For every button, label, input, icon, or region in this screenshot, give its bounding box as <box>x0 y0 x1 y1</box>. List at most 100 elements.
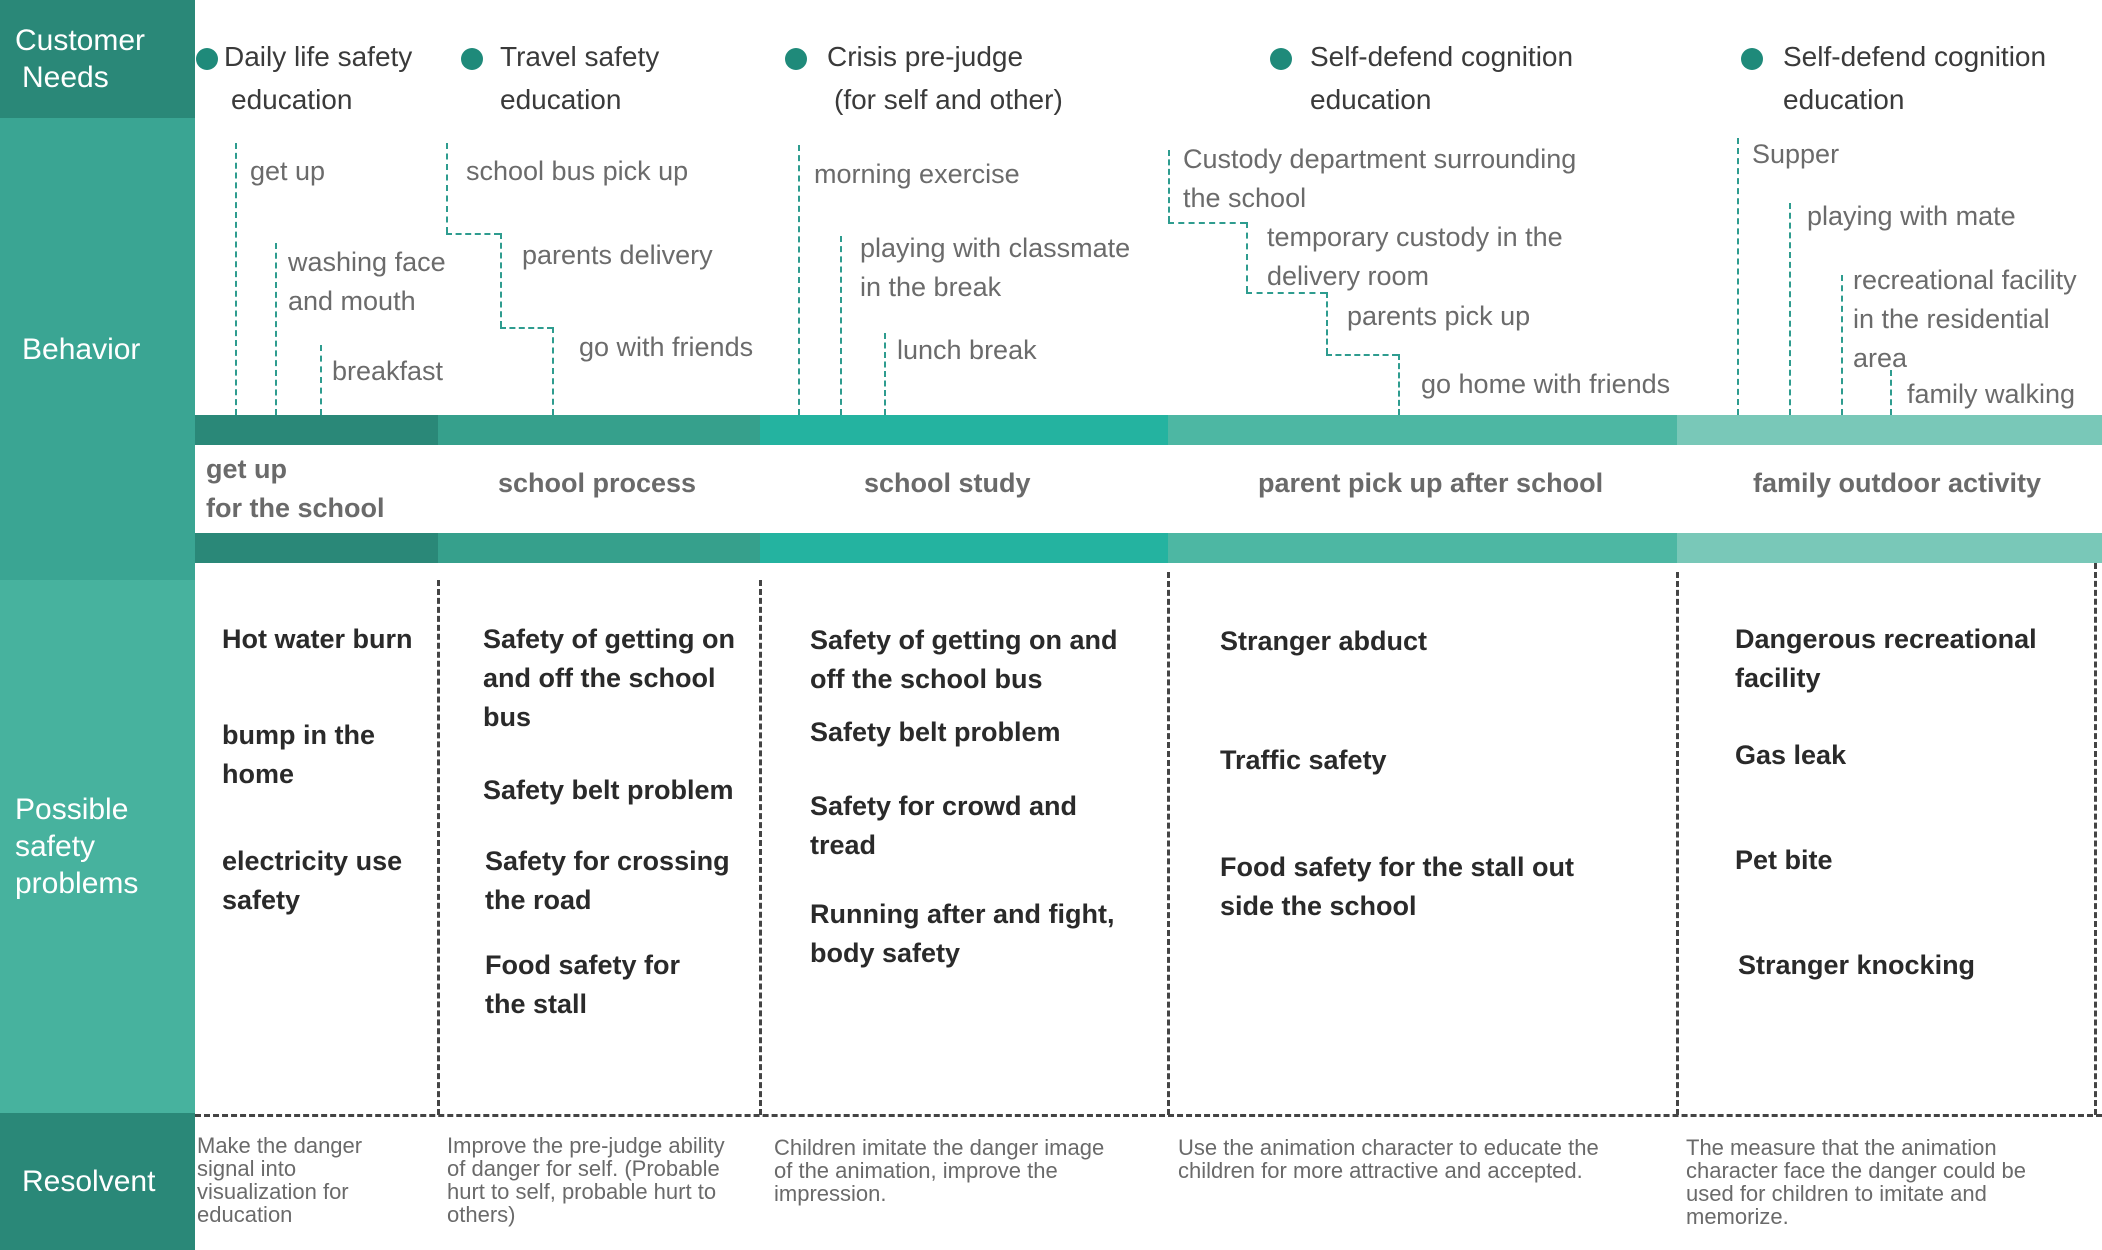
stage-bar-bottom-1 <box>195 533 438 563</box>
problem-school-bus-line2: and off the school <box>483 663 716 693</box>
column-separator <box>2094 563 2097 1115</box>
stage-bar-top-1 <box>195 415 438 445</box>
behavior-morning-exercise: morning exercise <box>814 159 1020 189</box>
problem-food-outside-line2: side the school <box>1220 891 1417 921</box>
behavior-line <box>840 236 842 415</box>
behavior-washing-face: washing face <box>288 247 446 277</box>
need-dot-3 <box>785 48 807 70</box>
resolvent-1-line: education <box>197 1202 293 1227</box>
resolvent-5: The measure that the animation character… <box>1686 1136 2026 1228</box>
behavior-step <box>1246 292 1326 294</box>
stage-1: get up for the school <box>206 450 385 528</box>
resolvent-5-line: used for children to imitate and <box>1686 1181 1987 1206</box>
behavior-get-up: get up <box>250 156 326 186</box>
behavior-line <box>798 145 800 415</box>
behavior-parents-pick-up: parents pick up <box>1347 301 1531 331</box>
label-behavior: Behavior <box>0 118 195 580</box>
behavior-line <box>320 345 322 415</box>
need-4-line1: Self-defend cognition <box>1310 41 1574 72</box>
need-dot-4 <box>1270 48 1292 70</box>
problem-crowd-line2: tread <box>810 830 877 860</box>
problem-bump-line2: home <box>222 759 295 789</box>
stage-bar-bottom-3 <box>760 533 1168 563</box>
problem-food-stall-line2: the stall <box>485 989 588 1019</box>
behavior-line <box>1326 292 1328 354</box>
behavior-line <box>1890 370 1892 415</box>
behavior-recreational-facility: recreational facility <box>1853 265 2077 295</box>
behavior-and-mouth: and mouth <box>288 286 416 316</box>
problem-school-bus-line1: Safety of getting on <box>483 624 735 654</box>
resolvent-2-line: hurt to self, probable hurt to <box>447 1179 717 1204</box>
problem-school-bus-line3: bus <box>483 702 532 732</box>
resolvent-1-line: Make the danger <box>197 1133 363 1158</box>
resolvent-2-line: Improve the pre-judge ability <box>447 1133 725 1158</box>
problem-fight-line1: Running after and fight, <box>810 899 1115 929</box>
resolvent-5-line: The measure that the animation <box>1686 1135 1997 1160</box>
need-1: Daily life safety education <box>224 38 412 119</box>
behavior-area: area <box>1853 343 1908 373</box>
label-resolvent-text: Resolvent <box>22 1165 156 1198</box>
behavior-line <box>1737 138 1739 415</box>
behavior-the-school: the school <box>1183 183 1307 213</box>
stage-5: family outdoor activity <box>1753 468 2042 498</box>
need-dot-2 <box>461 48 483 70</box>
behavior-line <box>1398 354 1400 415</box>
problem-school-bus2-line1: Safety of getting on and <box>810 625 1118 655</box>
problem-school-bus2-line2: off the school bus <box>810 664 1043 694</box>
need-2-line1: Travel safety <box>500 41 660 72</box>
stage-4: parent pick up after school <box>1258 468 1604 498</box>
behavior-custody-department: Custody department surrounding <box>1183 144 1577 174</box>
behavior-line <box>500 233 502 327</box>
problem-fight-line2: body safety <box>810 938 961 968</box>
resolvent-3-line: of the animation, improve the <box>774 1158 1058 1183</box>
resolvent-5-line: memorize. <box>1686 1204 1789 1229</box>
behavior-step <box>446 233 500 235</box>
need-5-line1: Self-defend cognition <box>1783 41 2047 72</box>
problem-food-outside-line1: Food safety for the stall out <box>1220 852 1575 882</box>
stage-3: school study <box>864 468 1031 498</box>
resolvent-3-line: impression. <box>774 1181 887 1206</box>
behavior-school-bus-pick-up: school bus pick up <box>466 156 689 186</box>
resolvent-divider <box>195 1114 2102 1117</box>
problem-crossing-line2: the road <box>485 885 592 915</box>
need-2-line2: education <box>500 84 622 115</box>
behavior-playing-with-mate: playing with mate <box>1807 201 2016 231</box>
behavior-step <box>1326 354 1398 356</box>
problem-safety-belt-2: Safety belt problem <box>810 717 1061 747</box>
problem-gas-leak: Gas leak <box>1735 740 1847 770</box>
need-1-line2: education <box>231 84 353 115</box>
behavior-line <box>275 243 277 415</box>
behavior-go-home-with-friends: go home with friends <box>1421 369 1671 399</box>
need-3-line2: (for self and other) <box>834 84 1063 115</box>
behavior-parents-delivery: parents delivery <box>522 240 713 270</box>
behavior-delivery-room: delivery room <box>1267 261 1430 291</box>
behavior-line <box>446 143 448 233</box>
behavior-lunch-break: lunch break <box>897 335 1037 365</box>
stage-bar-top-3 <box>760 415 1168 445</box>
label-resolvent: Resolvent <box>0 1113 195 1250</box>
stage-bar-bottom-5 <box>1677 533 2102 563</box>
behavior-supper: Supper <box>1752 139 1840 169</box>
behavior-in-the-residential: in the residential <box>1853 304 2050 334</box>
behavior-step <box>1168 222 1246 224</box>
behavior-family-walking: family walking <box>1907 379 2076 409</box>
resolvent-1-line: signal into <box>197 1156 297 1181</box>
need-5: Self-defend cognition education <box>1783 38 2046 119</box>
behavior-line <box>1841 275 1843 415</box>
problem-stranger-abduct: Stranger abduct <box>1220 626 1428 656</box>
need-dot-1 <box>196 48 218 70</box>
label-customer-needs: Customer Needs <box>0 0 195 118</box>
behavior-line <box>1168 150 1170 222</box>
behavior-line <box>1246 222 1248 292</box>
problem-safety-belt: Safety belt problem <box>483 775 734 805</box>
behavior-line <box>1789 203 1791 415</box>
resolvent-1: Make the danger signal into visualizatio… <box>197 1134 362 1226</box>
behavior-playing-with-classmate: playing with classmate <box>860 233 1131 263</box>
stage-1-line1: get up <box>206 454 287 484</box>
problem-crossing-line1: Safety for crossing <box>485 846 730 876</box>
resolvent-5-line: character face the danger could be <box>1686 1158 2027 1183</box>
problem-traffic-safety: Traffic safety <box>1220 745 1387 775</box>
need-dot-5 <box>1741 48 1763 70</box>
behavior-go-with-friends: go with friends <box>579 332 754 362</box>
problem-electricity-line1: electricity use <box>222 846 403 876</box>
